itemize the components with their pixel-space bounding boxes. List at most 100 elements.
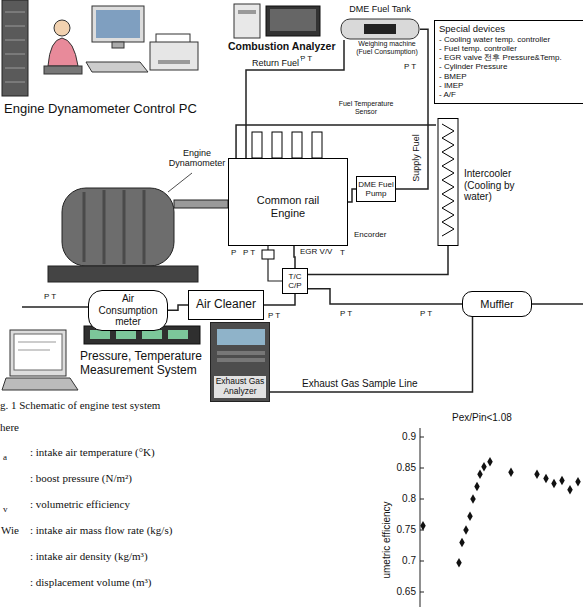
device-label: Weighing machine (Fuel Consumption) (350, 40, 424, 56)
cooling-coil (442, 124, 454, 236)
sensor-tag: T (340, 248, 345, 257)
variable-definition: : displacement volume (m³) (30, 576, 152, 589)
sensor-tag: P T (340, 309, 352, 318)
node-label: Air Cleaner (196, 298, 256, 312)
data-point (474, 482, 479, 491)
tick-label: 0.85 (392, 462, 416, 474)
tick-label: 0.75 (392, 524, 416, 536)
device-item: - IMEP (439, 81, 581, 90)
pipe-connector (270, 317, 473, 392)
system-label: Pressure, Temperature Measurement System (80, 350, 206, 378)
node-label: DME Fuel Pump (358, 180, 394, 198)
analyzer-computer (234, 4, 320, 38)
sensor-tag: P T (404, 62, 416, 71)
fuel-tank: DME Fuel Tank (340, 4, 420, 40)
pipe-connector (168, 305, 188, 310)
data-point (575, 477, 580, 486)
figure-caption: g. 1 Schematic of engine test system (0, 399, 160, 412)
engine-cylinders (252, 132, 322, 158)
device-label: Engine Dynamometer Control PC (4, 102, 197, 117)
data-point (481, 462, 486, 471)
operator-figure (44, 20, 82, 74)
analyzer-front (215, 327, 267, 367)
device-label: Engine Dynamometer (168, 148, 226, 169)
tick-label: 0.65 (392, 586, 416, 598)
pipe-label: Exhaust Gas Sample Line (300, 378, 420, 390)
sensor-tag: P T (420, 309, 432, 318)
node-label: Air Consumption meter (93, 293, 163, 328)
tank-body (341, 19, 419, 39)
tick-label: 0.9 (392, 431, 416, 443)
data-point (470, 494, 475, 503)
pipe-label: Supply Fuel (411, 132, 421, 184)
engine-block: Common rail Engine (228, 158, 348, 246)
node-label: Muffler (480, 298, 513, 311)
printer (150, 34, 198, 70)
variable-symbol: Wie (1, 524, 19, 537)
server-rack (2, 0, 28, 96)
intercooler: Intercooler (Cooling by water) (436, 118, 532, 246)
scale-display (364, 24, 396, 34)
exhaust-outlet-pipe (532, 304, 583, 305)
device-item: - EGR valve 전후 Pressure&Temp. (439, 53, 581, 62)
valve-label: EGR V/V (300, 247, 332, 256)
tank-figure (340, 18, 420, 40)
data-point (477, 469, 482, 478)
pipe-connector (294, 246, 295, 268)
box-heading: Special devices (439, 24, 581, 35)
data-point (467, 512, 472, 521)
data-point (456, 558, 461, 567)
data-point (508, 468, 513, 477)
node-label: DME Fuel Tank (340, 4, 420, 14)
data-point (463, 525, 468, 534)
exhaust-gas-analyzer: Exhaust Gas Analyzer (210, 322, 270, 402)
data-point (534, 469, 539, 478)
variable-definition: : boost pressure (N/m²) (30, 472, 132, 485)
turbocharger: T/C C/P (282, 268, 308, 294)
tick-label: 0.8 (392, 493, 416, 505)
node-label: Exhaust Gas Analyzer (214, 376, 266, 398)
node-label: Intercooler (Cooling by water) (464, 168, 532, 203)
data-point (551, 479, 556, 488)
tick-label: 0.7 (392, 555, 416, 567)
variable-symbol: a (3, 452, 7, 462)
pipe-label: Return Fuel (250, 58, 301, 68)
control-monitor (86, 6, 148, 72)
engine-dynamometer-figure (48, 173, 228, 282)
intercooler-shell (438, 119, 458, 246)
sensor-label: Fuel Temperature Sensor (338, 100, 394, 116)
pipe-connector (264, 294, 295, 305)
note-text: here (0, 421, 19, 434)
chart-title: Pex/Pin<1.08 (452, 412, 512, 424)
data-point (420, 521, 425, 530)
analyzer-slot (217, 358, 265, 362)
sensor-tag: P T (243, 248, 255, 257)
special-devices-box: Special devices- Cooling water temp. con… (434, 20, 583, 104)
device-label: Combustion Analyzer (228, 40, 336, 52)
muffler: Muffler (462, 291, 532, 317)
data-series (420, 457, 580, 568)
data-point (567, 485, 572, 494)
pipe-connector (236, 125, 436, 158)
device-item: - BMEP (439, 72, 581, 81)
data-point (543, 474, 548, 483)
variable-definition: : intake air mass flow rate (kg/s) (30, 524, 172, 537)
device-item: - A/F (439, 90, 581, 99)
pipe-connector (308, 289, 462, 304)
node-label: T/C C/P (284, 272, 306, 290)
device-label: Encorder (354, 230, 386, 239)
device-item: - Fuel temp. controller (439, 44, 581, 53)
air-flow-meter: Air Consumption meter (88, 290, 168, 331)
analyzer-screen (217, 329, 265, 345)
data-point (559, 476, 564, 485)
sensor-tag: P T (300, 54, 312, 63)
variable-definition: : intake air temperature (°K) (30, 446, 155, 459)
sensor-tag: P (231, 248, 236, 257)
air-cleaner: Air Cleaner (188, 290, 264, 320)
sensor-tag: P T (268, 311, 280, 320)
device-item: - Cooling water temp. controller (439, 35, 581, 44)
axis-title: umetric efficiency (381, 501, 393, 578)
egr-valve (262, 246, 282, 281)
chart-axis (420, 428, 424, 607)
air-intake-pipe (22, 307, 88, 308)
